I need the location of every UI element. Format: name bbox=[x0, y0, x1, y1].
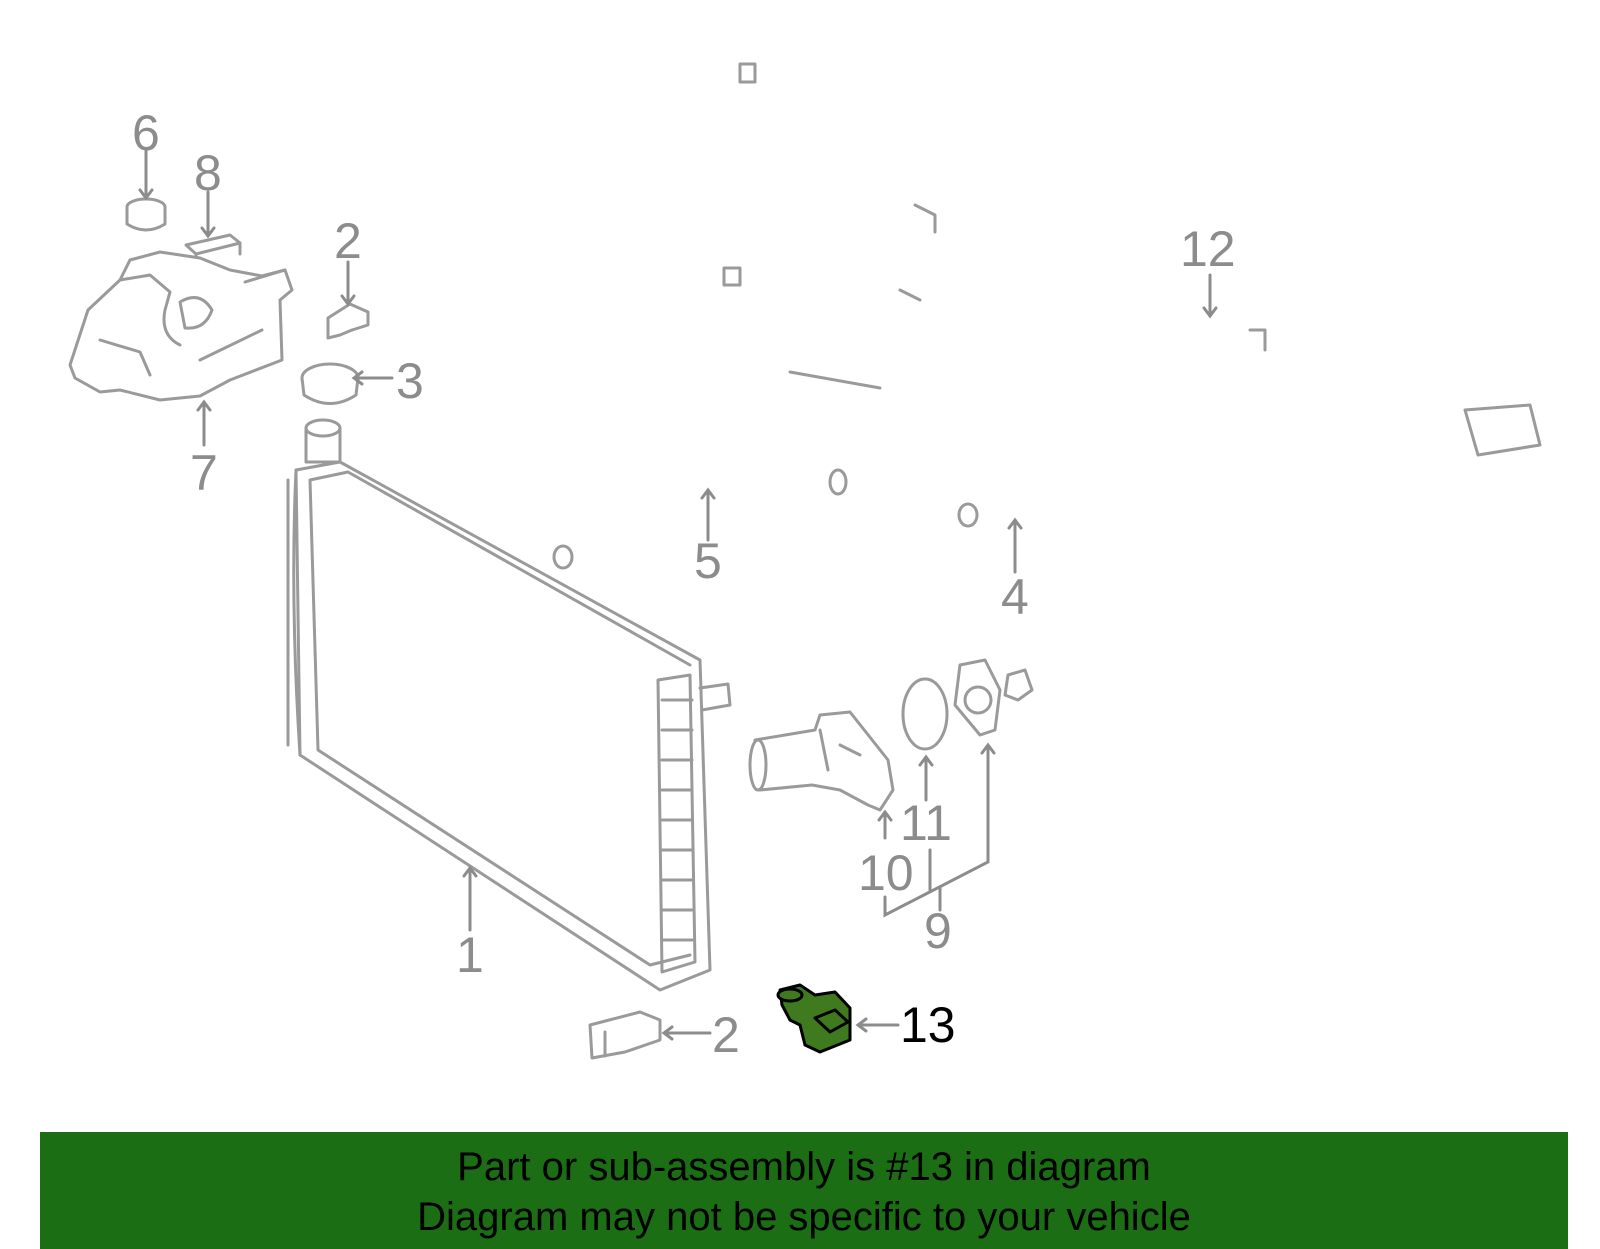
callout-6: 6 bbox=[132, 105, 160, 161]
parts-diagram: 6 8 7 2 3 1 2 5 4 12 11 10 9 13 bbox=[68, 62, 1542, 1063]
part-6-cap bbox=[125, 197, 167, 232]
banner-line-2: Diagram may not be specific to your vehi… bbox=[417, 1195, 1191, 1239]
callout-13: 13 bbox=[900, 997, 956, 1053]
part-11-gasket bbox=[901, 677, 949, 751]
part-9-thermostat bbox=[953, 658, 1034, 737]
callout-1: 1 bbox=[456, 927, 484, 983]
part-2-clip-upper bbox=[326, 302, 370, 340]
callout-8: 8 bbox=[194, 145, 222, 201]
callout-7: 7 bbox=[190, 445, 218, 501]
callout-2-lower: 2 bbox=[712, 1007, 740, 1063]
part-13-sensor bbox=[776, 983, 852, 1054]
callout-10: 10 bbox=[858, 845, 914, 901]
part-10-thermostat-housing bbox=[748, 710, 895, 812]
callout-4: 4 bbox=[1001, 569, 1029, 625]
part-2-clip-lower bbox=[588, 1010, 662, 1060]
part-12-cooler-lines bbox=[722, 62, 1542, 457]
callout-labels: 6 8 7 2 3 1 2 5 4 12 11 10 9 13 bbox=[132, 105, 1236, 1063]
part-1-radiator bbox=[286, 418, 732, 992]
callout-5: 5 bbox=[694, 533, 722, 589]
callout-11: 11 bbox=[900, 795, 952, 851]
part-7-coolant-reservoir bbox=[68, 250, 294, 402]
info-banner: Part or sub-assembly is #13 in diagram D… bbox=[40, 1132, 1568, 1249]
callout-12: 12 bbox=[1180, 221, 1236, 277]
callout-2-upper: 2 bbox=[334, 213, 362, 269]
banner-line-1: Part or sub-assembly is #13 in diagram bbox=[457, 1145, 1151, 1189]
callout-9: 9 bbox=[924, 903, 952, 959]
callout-3: 3 bbox=[396, 353, 424, 409]
callout-leaders bbox=[138, 148, 1218, 1041]
part-3-radiator-cap bbox=[300, 362, 360, 405]
part-4-upper-hose bbox=[734, 344, 1056, 528]
part-5-lower-hose bbox=[552, 451, 849, 570]
